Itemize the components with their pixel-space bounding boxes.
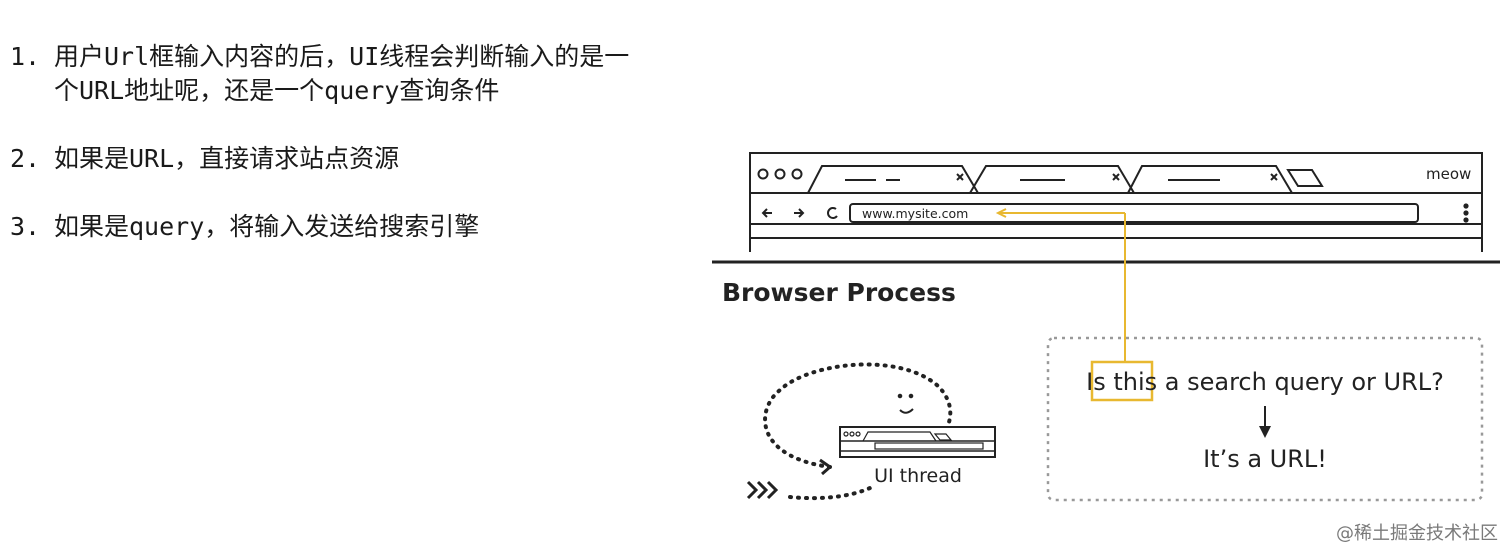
tab-2 (969, 165, 1135, 194)
tab-3 (1127, 165, 1293, 194)
window-dot-icon (849, 431, 855, 437)
smile (899, 408, 914, 414)
window-dot-icon (791, 168, 803, 180)
mini-browser-icon (839, 426, 996, 458)
window-label: meow (1426, 165, 1471, 183)
eye (908, 393, 914, 399)
step-text: 用户Url框输入内容的后，UI线程会判断输入的是一个URL地址呢，还是一个que… (54, 42, 630, 105)
step-item: 3. 如果是query，将输入发送给搜索引擎 (10, 210, 630, 244)
window-frame (749, 152, 1483, 239)
question-text: Is this a search query or URL? (1086, 368, 1444, 396)
address-text: www.mysite.com (862, 206, 968, 221)
down-arrow-icon (1259, 426, 1271, 438)
browser-window (749, 152, 1483, 252)
step-item: 1. 用户Url框输入内容的后，UI线程会判断输入的是一个URL地址呢，还是一个… (10, 40, 630, 108)
steps-list: 1. 用户Url框输入内容的后，UI线程会判断输入的是一个URL地址呢，还是一个… (10, 40, 630, 278)
highlight-connector (995, 208, 1154, 402)
motion-lines-icon (746, 480, 779, 500)
window-dot-icon (774, 168, 786, 180)
window-dot-icon (843, 431, 849, 437)
mini-tab (862, 431, 937, 442)
thread-label: UI thread (874, 465, 962, 487)
step-text: 如果是URL，直接请求站点资源 (54, 144, 400, 173)
new-tab-icon (1286, 169, 1324, 187)
menu-dot-icon (1463, 203, 1469, 209)
step-text: 如果是query，将输入发送给搜索引擎 (54, 212, 480, 241)
process-title: Browser Process (722, 278, 956, 307)
highlight-box (1090, 360, 1154, 402)
forward-arrow-icon (794, 208, 805, 218)
menu-dot-icon (1463, 210, 1469, 216)
mini-address-bar (874, 442, 984, 450)
close-icon (1270, 173, 1278, 181)
step-number: 3. (10, 212, 41, 241)
reload-icon (827, 207, 838, 219)
browser-process-figure: meow www.mysite.com Browser Process Is t… (712, 152, 1500, 502)
window-dot-icon (855, 431, 861, 437)
back-arrow-icon (761, 208, 772, 218)
tab-1 (807, 165, 979, 194)
thread-task-box (1046, 336, 1484, 502)
arrow-head-icon (995, 208, 1007, 218)
eye (897, 393, 903, 399)
answer-text: It’s a URL! (1203, 445, 1327, 473)
address-bar (849, 203, 1419, 223)
menu-dot-icon (1463, 217, 1469, 223)
step-number: 2. (10, 144, 41, 173)
mini-tab-icon (933, 433, 953, 441)
close-icon (1112, 173, 1120, 181)
thread-dotted-tail (788, 486, 872, 501)
thread-dotted-loop (763, 362, 953, 469)
step-item: 2. 如果是URL，直接请求站点资源 (10, 142, 630, 176)
close-icon (956, 173, 964, 181)
window-dot-icon (757, 168, 769, 180)
watermark: @稀土掘金技术社区 (1336, 523, 1498, 544)
arrow-head-icon (819, 458, 831, 476)
ui-thread-character (746, 362, 996, 501)
step-number: 1. (10, 42, 41, 71)
